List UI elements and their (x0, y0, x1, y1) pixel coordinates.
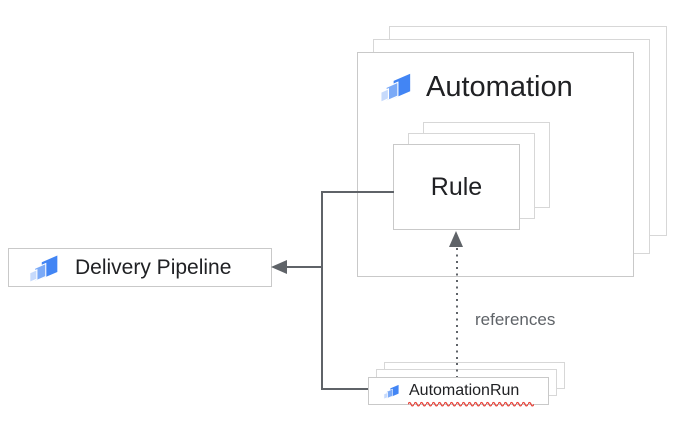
cloud-deploy-icon (383, 384, 399, 399)
rule-label: Rule (430, 172, 483, 201)
pipeline-arrowhead-icon (271, 260, 287, 274)
cloud-deploy-icon (29, 255, 58, 283)
automation-header: Automation (379, 70, 573, 104)
references-arrowhead-icon (449, 231, 463, 247)
connector-pipeline-line (285, 266, 323, 268)
connector-automationrun-line (321, 388, 369, 390)
delivery-pipeline-label: Delivery Pipeline (75, 255, 232, 279)
delivery-pipeline-box: Delivery Pipeline (8, 248, 272, 287)
connector-rule-line (321, 191, 394, 193)
automationrun-box: AutomationRun (368, 377, 549, 407)
connector-trunk-line (321, 191, 323, 390)
references-dotted-line (456, 248, 458, 378)
automationrun-label: AutomationRun (409, 382, 520, 399)
automation-label: Automation (426, 70, 573, 103)
spellcheck-underline-icon (408, 399, 534, 407)
cloud-deploy-icon (380, 73, 411, 103)
rule-box: Rule (393, 144, 520, 230)
references-label: references (475, 310, 556, 329)
